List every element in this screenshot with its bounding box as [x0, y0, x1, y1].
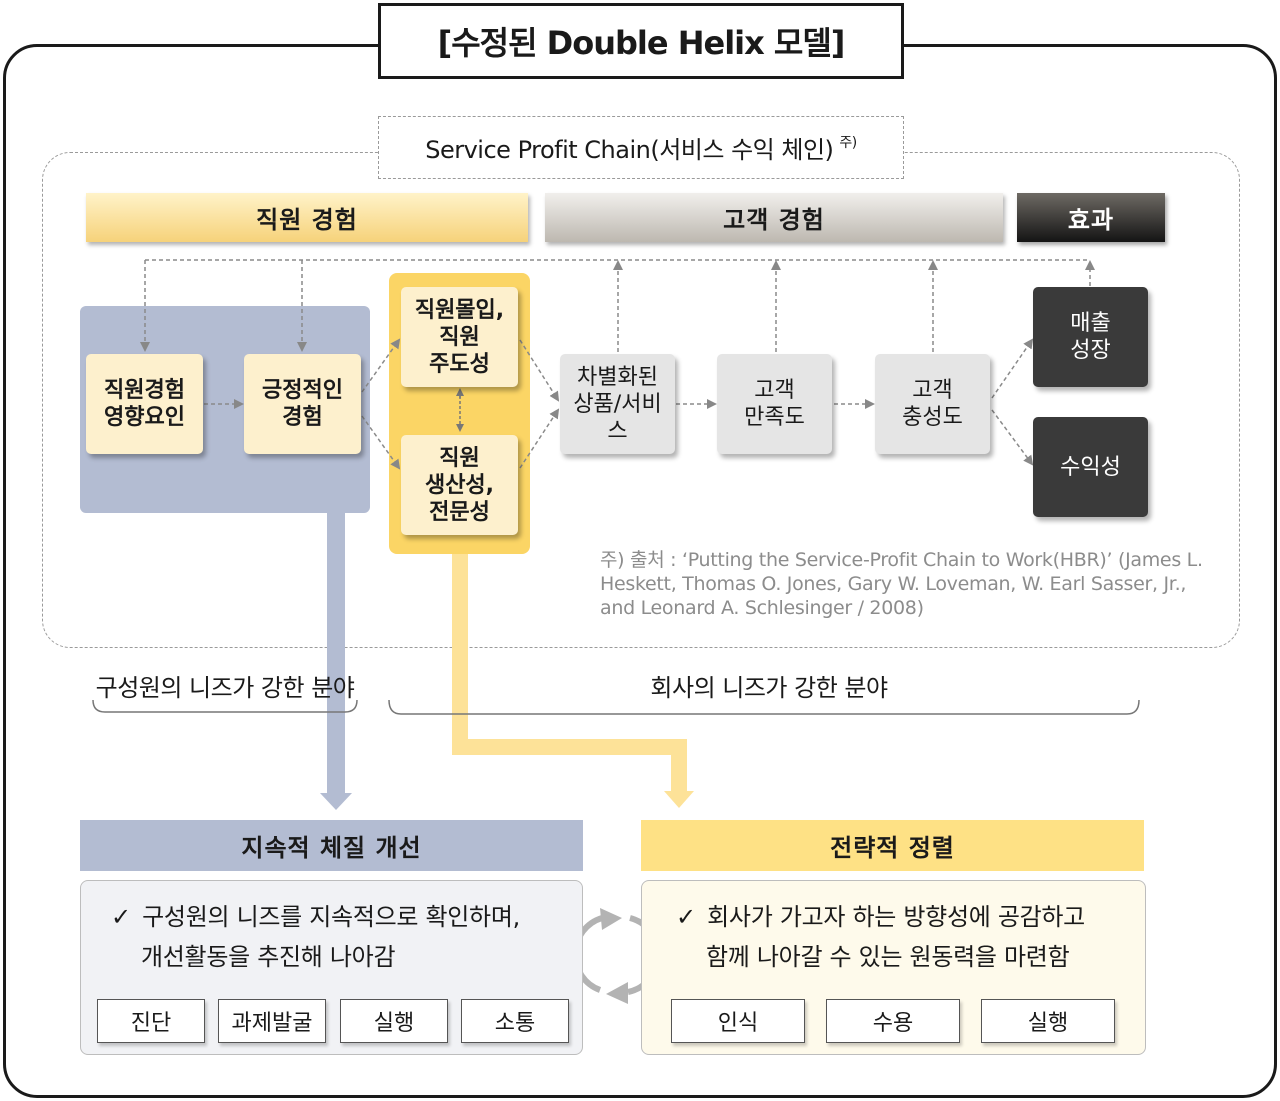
right-section-body: ✓ 회사가 가고자 하는 방향성에 공감하고 함께 나아갈 수 있는 원동력을 …	[641, 880, 1146, 1055]
chip-execution-right: 실행	[981, 999, 1115, 1043]
node-differentiated: 차별화된 상품/서비 스	[560, 354, 675, 454]
node-productivity-text: 직원 생산성, 전문성	[424, 445, 495, 525]
node-revenue-text: 매출 성장	[1070, 311, 1111, 363]
diagram-title-text: [수정된 Double Helix 모델]	[437, 24, 846, 62]
node-satisfaction: 고객 만족도	[717, 354, 832, 454]
left-section-bullet: ✓ 구성원의 니즈를 지속적으로 확인하며, 개선활동을 추진해 나아감	[111, 897, 571, 977]
node-employee-factors-text: 직원경험 영향요인	[104, 378, 185, 430]
node-loyalty-text: 고객 충성도	[902, 378, 963, 430]
diagram-title: [수정된 Double Helix 모델]	[378, 3, 904, 79]
node-differentiated-text: 차별화된 상품/서비 스	[573, 364, 662, 444]
check-icon: ✓	[676, 903, 696, 931]
area-member-needs: 구성원의 니즈가 강한 분야	[95, 674, 355, 702]
node-satisfaction-text: 고객 만족도	[744, 378, 805, 430]
chip-acceptance: 수용	[826, 999, 960, 1043]
chip-diagnosis: 진단	[97, 999, 205, 1043]
right-section-bullet: ✓ 회사가 가고자 하는 방향성에 공감하고 함께 나아갈 수 있는 원동력을 …	[676, 897, 1136, 977]
node-engagement-text: 직원몰입, 직원 주도성	[414, 297, 505, 377]
check-icon: ✓	[111, 903, 131, 931]
left-bullet-line2: 개선활동을 추진해 나아감	[141, 943, 396, 971]
band-customer-experience: 고객 경험	[545, 193, 1003, 242]
chip-execution: 실행	[340, 999, 448, 1043]
band-effect-label: 효과	[1067, 206, 1115, 234]
node-employee-factors: 직원경험 영향요인	[86, 354, 203, 454]
node-loyalty: 고객 충성도	[875, 354, 990, 454]
spc-note-marker: 주)	[839, 134, 857, 151]
node-positive-experience: 긍정적인 경험	[244, 354, 361, 454]
area-company-needs: 회사의 니즈가 강한 분야	[650, 674, 888, 702]
band-effect: 효과	[1017, 193, 1165, 242]
band-employee-experience: 직원 경험	[86, 193, 528, 242]
node-profit-text: 수익성	[1060, 454, 1121, 480]
node-engagement: 직원몰입, 직원 주도성	[401, 287, 518, 387]
chip-task-discovery: 과제발굴	[218, 999, 326, 1043]
node-productivity: 직원 생산성, 전문성	[401, 435, 518, 535]
left-section-body: ✓ 구성원의 니즈를 지속적으로 확인하며, 개선활동을 추진해 나아감 진단 …	[80, 880, 583, 1055]
band-customer-label: 고객 경험	[723, 206, 825, 234]
source-footnote: 주) 출처 : ‘Putting the Service-Profit Chai…	[600, 549, 1203, 619]
right-section-title: 전략적 정렬	[830, 834, 955, 862]
spc-label-text: Service Profit Chain(서비스 수익 체인)	[425, 136, 834, 164]
node-revenue: 매출 성장	[1033, 287, 1148, 387]
right-section-header: 전략적 정렬	[641, 820, 1144, 871]
node-profit: 수익성	[1033, 417, 1148, 517]
band-employee-label: 직원 경험	[256, 206, 358, 234]
node-positive-experience-text: 긍정적인 경험	[262, 378, 343, 430]
right-bullet-line1: 회사가 가고자 하는 방향성에 공감하고	[707, 903, 1085, 931]
right-bullet-line2: 함께 나아갈 수 있는 원동력을 마련함	[706, 943, 1070, 971]
chip-communication: 소통	[461, 999, 569, 1043]
chip-recognition: 인식	[671, 999, 805, 1043]
left-section-header: 지속적 체질 개선	[80, 820, 583, 871]
left-section-title: 지속적 체질 개선	[241, 834, 422, 862]
service-profit-chain-label: Service Profit Chain(서비스 수익 체인) 주)	[378, 116, 904, 179]
left-bullet-line1: 구성원의 니즈를 지속적으로 확인하며,	[142, 903, 520, 931]
